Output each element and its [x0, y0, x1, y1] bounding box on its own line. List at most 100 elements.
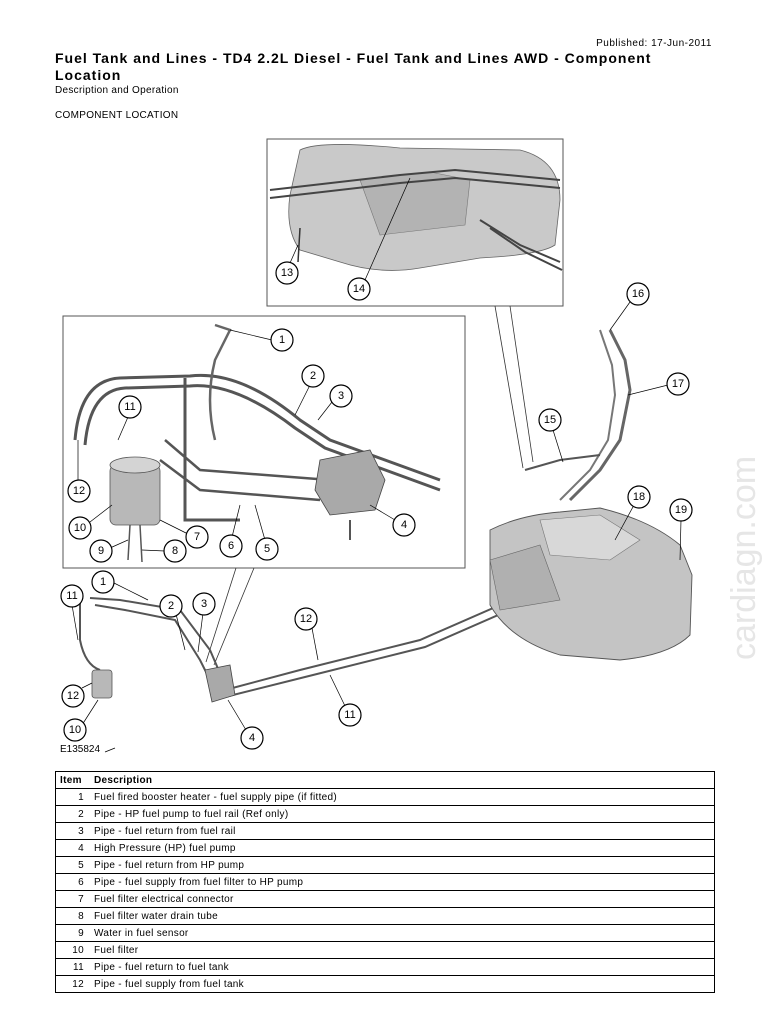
table-cell-description: Fuel filter: [90, 941, 715, 959]
svg-text:11: 11: [66, 590, 77, 602]
inset-frame-left: [62, 315, 466, 569]
svg-text:4: 4: [249, 732, 255, 744]
callout-1: 1: [229, 328, 294, 352]
table-cell-description: Pipe - fuel return to fuel tank: [90, 958, 715, 976]
callout-9: 9: [89, 539, 129, 563]
callout-17: 17: [627, 372, 690, 396]
table-cell-item: 12: [55, 975, 90, 993]
svg-text:4: 4: [401, 519, 407, 531]
svg-text:2: 2: [168, 600, 174, 612]
svg-text:15: 15: [544, 414, 556, 426]
watermark: cardiagn.com: [725, 456, 763, 660]
table-cell-item: 4: [55, 839, 90, 857]
svg-text:1: 1: [100, 576, 106, 588]
callout-4: 4: [369, 504, 416, 537]
callout-14: 14: [347, 177, 411, 301]
callout-6: 6: [219, 504, 243, 558]
table-cell-item: 7: [55, 890, 90, 908]
table-cell-description: Pipe - fuel return from HP pump: [90, 856, 715, 874]
svg-text:11: 11: [344, 709, 355, 721]
svg-text:3: 3: [338, 390, 344, 402]
callout-4b: 4: [227, 699, 264, 750]
lower-pipe-assembly: [79, 589, 526, 703]
svg-text:1: 1: [279, 334, 285, 346]
callout-5: 5: [254, 504, 279, 561]
callout-11a: 11: [117, 395, 142, 441]
callout-13: 13: [275, 244, 299, 285]
svg-text:10: 10: [69, 724, 81, 736]
table-cell-description: Pipe - HP fuel pump to fuel rail (Ref on…: [90, 805, 715, 823]
table-header-row: Item Description: [55, 771, 715, 789]
svg-text:17: 17: [672, 378, 684, 390]
svg-text:5: 5: [264, 543, 270, 555]
callout-15: 15: [538, 408, 564, 463]
tank-top-detail: [269, 144, 563, 271]
table-cell-item: 1: [55, 788, 90, 806]
callout-12a: 12: [67, 440, 91, 503]
svg-text:cardiagn.com: cardiagn.com: [725, 456, 763, 660]
table-cell-description: Pipe - fuel supply from fuel filter to H…: [90, 873, 715, 891]
callout-12b: 12: [61, 682, 93, 708]
callout-3b: 3: [192, 592, 216, 653]
table-cell-item: 11: [55, 958, 90, 976]
svg-text:12: 12: [73, 485, 85, 497]
callout-8: 8: [141, 539, 187, 563]
published-date: Published: 17-Jun-2011: [596, 38, 712, 49]
figure-code: E135824: [60, 744, 100, 755]
svg-text:7: 7: [194, 531, 200, 543]
callout-7: 7: [159, 519, 209, 549]
svg-text:16: 16: [632, 288, 644, 300]
section-heading: COMPONENT LOCATION: [55, 110, 179, 121]
svg-text:12: 12: [300, 613, 312, 625]
callout-10a: 10: [68, 504, 113, 540]
svg-text:11: 11: [124, 401, 135, 413]
svg-text:9: 9: [98, 545, 104, 557]
callout-1b: 1: [91, 570, 149, 601]
callout-2: 2: [294, 364, 325, 416]
table-cell-description: Fuel filter water drain tube: [90, 907, 715, 925]
table-cell-description: Pipe - fuel supply from fuel tank: [90, 975, 715, 993]
callout-3: 3: [317, 384, 353, 421]
svg-text:6: 6: [228, 540, 234, 552]
callout-12c: 12: [294, 607, 319, 661]
svg-text:18: 18: [633, 491, 645, 503]
table-cell-item: 2: [55, 805, 90, 823]
table-header-item: Item: [55, 771, 90, 789]
table-cell-item: 3: [55, 822, 90, 840]
table-cell-item: 9: [55, 924, 90, 942]
table-cell-item: 5: [55, 856, 90, 874]
callout-16: 16: [609, 282, 650, 331]
svg-text:3: 3: [201, 598, 207, 610]
svg-text:19: 19: [675, 504, 687, 516]
callout-19: 19: [669, 498, 693, 561]
svg-text:14: 14: [353, 283, 365, 295]
svg-text:2: 2: [310, 370, 316, 382]
page-title: Fuel Tank and Lines - TD4 2.2L Diesel - …: [55, 50, 652, 83]
table-cell-description: Pipe - fuel return from fuel rail: [90, 822, 715, 840]
inset-leader-lines: [205, 305, 534, 666]
table-cell-description: Fuel filter electrical connector: [90, 890, 715, 908]
table-cell-description: Water in fuel sensor: [90, 924, 715, 942]
svg-text:12: 12: [67, 690, 79, 702]
table-cell-item: 6: [55, 873, 90, 891]
callout-11b: 11: [60, 584, 84, 641]
callout-2b: 2: [159, 594, 186, 651]
callout-10b: 10: [63, 699, 99, 742]
table-cell-item: 10: [55, 941, 90, 959]
callout-18: 18: [614, 485, 651, 541]
fuel-tank: [489, 329, 693, 661]
svg-text:13: 13: [281, 267, 293, 279]
table-cell-item: 8: [55, 907, 90, 925]
table-cell-description: Fuel fired booster heater - fuel supply …: [90, 788, 715, 806]
